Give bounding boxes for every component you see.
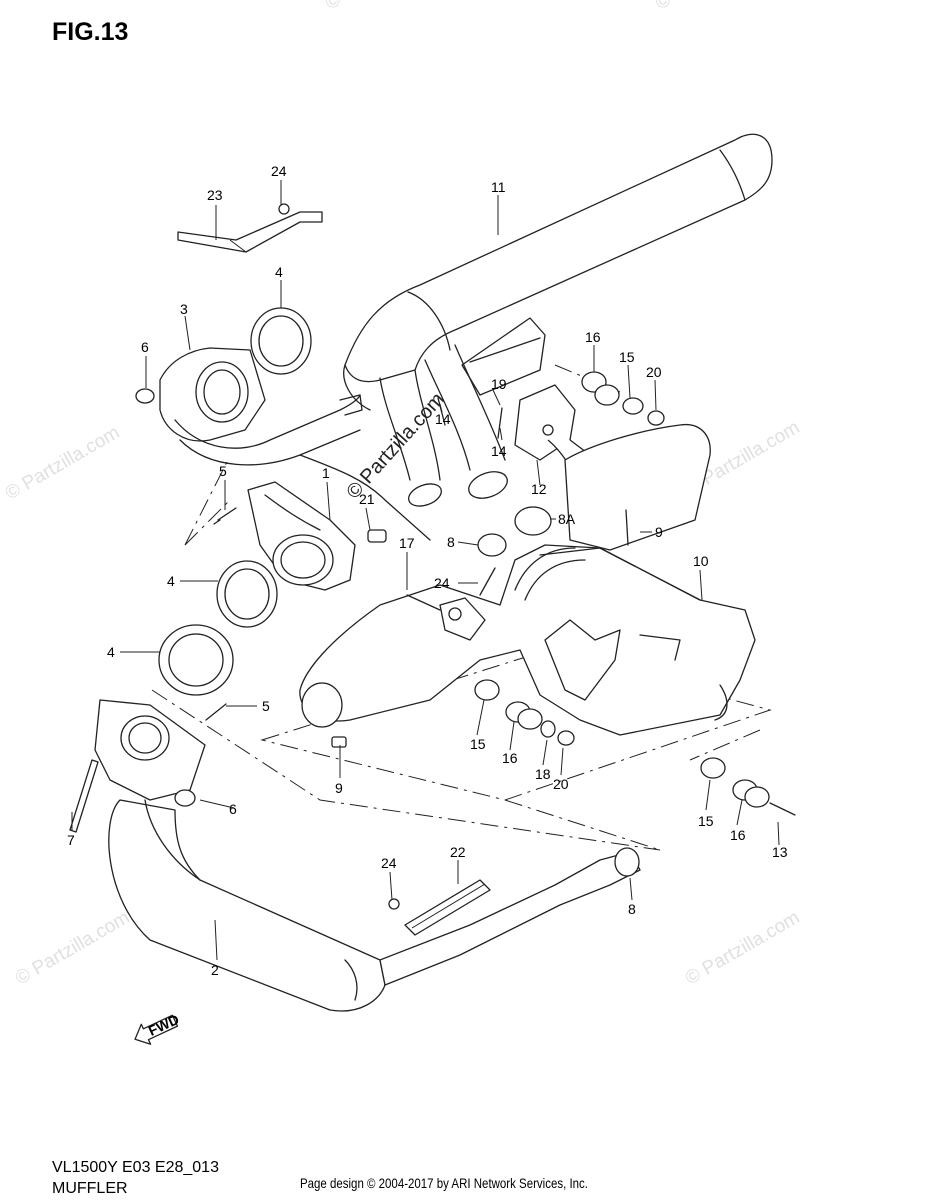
callout: 6 [141, 339, 149, 355]
callout: 16 [730, 827, 746, 843]
figure-title: FIG.13 [52, 18, 129, 46]
callout: 20 [646, 364, 662, 380]
callout: 4 [167, 573, 175, 589]
watermark: © Partzilla.com [652, 0, 773, 14]
callout: 14 [435, 411, 451, 427]
callout: 1 [322, 465, 330, 481]
callout: 4 [107, 644, 115, 660]
leader-lines [71, 180, 780, 961]
upper-muffler [343, 133, 773, 507]
hardware [69, 371, 796, 910]
callout: 9 [335, 780, 343, 796]
callout: 8 [447, 534, 455, 550]
rear-exhaust-pipe-3 [159, 347, 363, 466]
callout: 15 [619, 349, 635, 365]
callout-labels: 24 23 11 4 3 6 16 15 20 19 14 14 5 1 21 … [67, 163, 788, 978]
callout: 13 [772, 844, 788, 860]
callout: 19 [491, 376, 507, 392]
fwd-label: FWD [146, 1011, 182, 1039]
heat-shield-23 [177, 203, 323, 253]
callout: 7 [67, 832, 75, 848]
callout: 5 [262, 698, 270, 714]
callout: 15 [470, 736, 486, 752]
callout: 12 [531, 481, 547, 497]
callout: 21 [359, 491, 375, 507]
forward-direction-arrow: FWD [134, 1011, 182, 1045]
callout: 14 [491, 443, 507, 459]
callout: 24 [434, 575, 450, 591]
front-pipe-flange-1 [247, 454, 431, 591]
gaskets [158, 307, 312, 696]
watermark: © Partzilla.com [12, 907, 133, 989]
callout: 8 [628, 901, 636, 917]
callout: 24 [381, 855, 397, 871]
callout: 17 [399, 535, 415, 551]
callout: 16 [585, 329, 601, 345]
callout: 24 [271, 163, 287, 179]
callout: 10 [693, 553, 709, 569]
section-name: MUFFLER [52, 1180, 128, 1197]
copyright-notice: Page design © 2004-2017 by ARI Network S… [300, 1175, 588, 1191]
watermark: © Partzilla.com [682, 907, 803, 989]
callout: 5 [219, 463, 227, 479]
model-code: VL1500Y E03 E28_013 [52, 1159, 219, 1176]
callout: 2 [211, 962, 219, 978]
callout: 16 [502, 750, 518, 766]
callout: 18 [535, 766, 551, 782]
watermark: © Partzilla.com [2, 422, 123, 504]
callout: 22 [450, 844, 466, 860]
callout: 20 [553, 776, 569, 792]
callout: 11 [491, 179, 506, 195]
watermark: © Partzilla.com [322, 0, 443, 14]
callout: 15 [698, 813, 714, 829]
callout: 23 [207, 187, 223, 203]
callout: 9 [655, 524, 663, 540]
callout: 8A [558, 511, 576, 527]
callout: 4 [275, 264, 283, 280]
lower-muffler-2 [94, 699, 641, 1012]
callout: 3 [180, 301, 188, 317]
callout: 6 [229, 801, 237, 817]
main-muffler-chamber-10 [299, 384, 756, 736]
